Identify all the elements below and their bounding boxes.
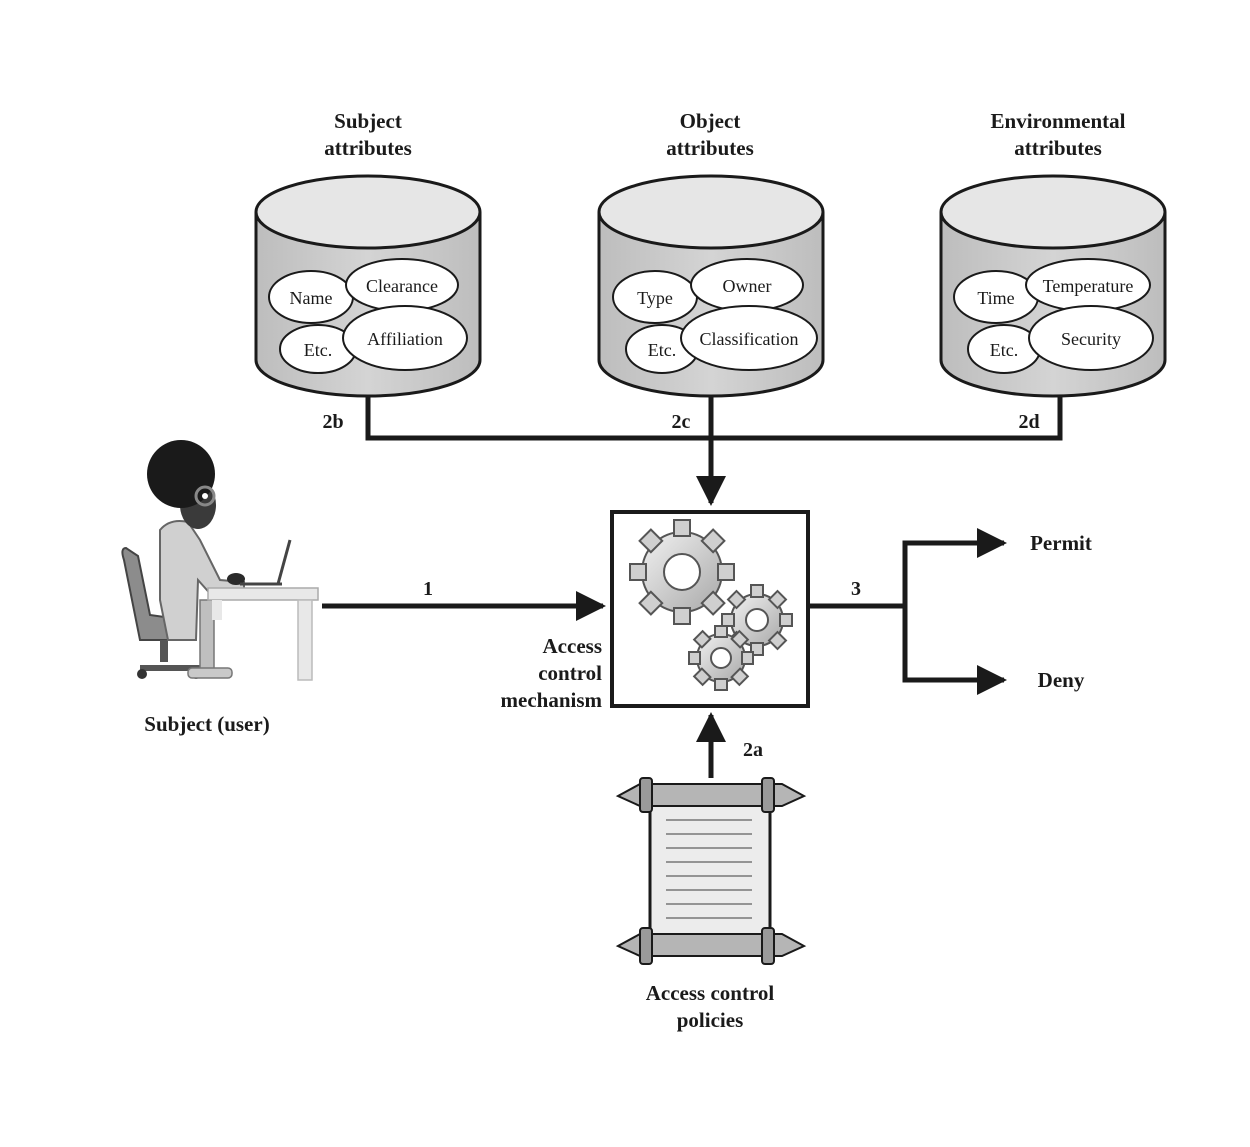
attribute-bubble-security — [1028, 305, 1154, 371]
attribute-type: Type — [637, 288, 673, 308]
mechanism-label-line3: mechanism — [501, 688, 603, 712]
object-attributes-title-line1: Object — [680, 109, 741, 133]
person-icon — [147, 440, 245, 679]
subject-attributes-database: Subject attributes Name Clearance Etc. A… — [254, 109, 482, 398]
attribute-clearance: Clearance — [366, 276, 438, 296]
deny-label: Deny — [1038, 668, 1085, 692]
laptop-icon — [240, 539, 292, 586]
policies-label-line1: Access control — [646, 981, 775, 1005]
attribute-name: Name — [290, 288, 333, 308]
environmental-attributes-title-line2: attributes — [1014, 136, 1102, 160]
subject-user-illustration: Subject (user) — [121, 440, 319, 736]
object-attributes-title-line2: attributes — [666, 136, 754, 160]
policy-scroll-icon — [615, 777, 807, 965]
object-attributes-database: Object attributes Type Owner Etc. Classi… — [597, 109, 825, 398]
subject-attributes-title-line1: Subject — [334, 109, 402, 133]
database-cylinder-top — [254, 174, 482, 250]
environmental-attributes-title-line1: Environmental — [991, 109, 1126, 133]
attribute-bubble-classification — [680, 305, 818, 371]
database-cylinder-top — [939, 174, 1167, 250]
step-2c-label: 2c — [672, 411, 691, 433]
deny-arrow — [902, 606, 1007, 695]
gears-icon — [629, 519, 793, 691]
step-2b-label: 2b — [322, 411, 343, 433]
attribute-owner: Owner — [723, 276, 772, 296]
subject-attributes-title-line2: attributes — [324, 136, 412, 160]
permit-arrow — [902, 528, 1007, 680]
mechanism-label-line2: control — [538, 661, 602, 685]
desk-icon — [207, 587, 319, 681]
subject-user-label: Subject (user) — [144, 712, 269, 736]
step-1-label: 1 — [423, 578, 433, 600]
database-cylinder-top — [597, 174, 825, 250]
policies-label-line2: policies — [677, 1008, 744, 1032]
attribute-security: Security — [1061, 329, 1121, 349]
decision-connectors — [808, 528, 1007, 695]
step-2a-label: 2a — [743, 739, 763, 761]
attribute-temperature: Temperature — [1043, 276, 1134, 296]
environmental-attributes-database: Environmental attributes Time Temperatur… — [939, 109, 1167, 398]
step-2d-label: 2d — [1018, 411, 1039, 433]
attribute-affiliation: Affiliation — [367, 329, 443, 349]
attribute-classification: Classification — [700, 329, 799, 349]
attribute-bubble-affiliation — [342, 305, 468, 371]
database-connectors — [365, 396, 1063, 506]
access-control-mechanism: Access control mechanism — [501, 510, 810, 712]
attribute-etc: Etc. — [648, 340, 677, 360]
permit-label: Permit — [1030, 531, 1092, 555]
attribute-etc: Etc. — [990, 340, 1019, 360]
mechanism-label-line1: Access — [543, 634, 602, 658]
attribute-etc: Etc. — [304, 340, 333, 360]
step-3-label: 3 — [851, 578, 861, 600]
attribute-time: Time — [977, 288, 1014, 308]
attribute-bus-line — [365, 396, 1063, 441]
